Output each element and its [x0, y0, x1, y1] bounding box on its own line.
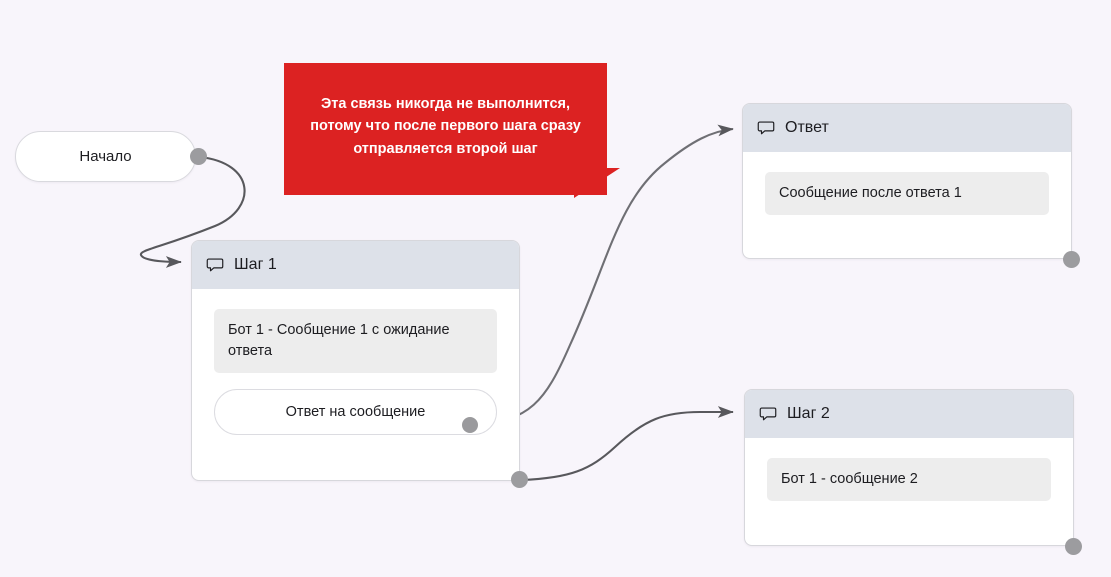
start-node-label: Начало: [79, 148, 132, 165]
start-node-output-handle[interactable]: [190, 148, 207, 165]
node-step2-header: Шаг 2: [745, 390, 1073, 438]
node-step2-output-handle[interactable]: [1065, 538, 1082, 555]
node-answer-header: Ответ: [743, 104, 1071, 152]
warning-callout-tail: [574, 168, 620, 198]
warning-callout-line-2: потому что после первого шага сразу: [310, 118, 581, 135]
start-node[interactable]: Начало: [15, 131, 196, 182]
warning-callout-line-1: Эта связь никогда не выполнится,: [320, 96, 571, 112]
speech-bubble-icon: [206, 258, 224, 272]
node-step1-message: Бот 1 - Сообщение 1 с ожидание ответа: [214, 309, 497, 374]
node-step1-header: Шаг 1: [192, 241, 519, 289]
node-step2-title: Шаг 2: [787, 405, 830, 422]
warning-callout-line-3: отправляется второй шаг: [353, 140, 538, 157]
node-step1-reply-output-handle[interactable]: [462, 417, 478, 433]
node-step1-output-handle[interactable]: [511, 471, 528, 488]
node-step2-message: Бот 1 - сообщение 2: [767, 458, 1051, 502]
warning-callout-text: Эта связь никогда не выполнится, потому …: [296, 93, 596, 160]
node-step1-reply-button[interactable]: Ответ на сообщение: [214, 389, 497, 436]
node-answer-body: Сообщение после ответа 1: [743, 152, 1071, 237]
node-step1-reply-label: Ответ на сообщение: [285, 404, 426, 421]
warning-callout: Эта связь никогда не выполнится, потому …: [284, 63, 607, 195]
node-step1[interactable]: Шаг 1 Бот 1 - Сообщение 1 с ожидание отв…: [191, 240, 520, 481]
node-step2[interactable]: Шаг 2 Бот 1 - сообщение 2: [744, 389, 1074, 546]
node-answer-title: Ответ: [785, 119, 829, 136]
node-step2-body: Бот 1 - сообщение 2: [745, 438, 1073, 523]
node-answer[interactable]: Ответ Сообщение после ответа 1: [742, 103, 1072, 259]
edge-step1-to-step2: [521, 406, 734, 482]
speech-bubble-icon: [757, 121, 775, 135]
node-step1-title: Шаг 1: [234, 256, 277, 273]
speech-bubble-icon: [759, 407, 777, 421]
node-answer-output-handle[interactable]: [1063, 251, 1080, 268]
node-answer-message: Сообщение после ответа 1: [765, 172, 1049, 216]
node-step1-body: Бот 1 - Сообщение 1 с ожидание ответа От…: [192, 289, 519, 457]
